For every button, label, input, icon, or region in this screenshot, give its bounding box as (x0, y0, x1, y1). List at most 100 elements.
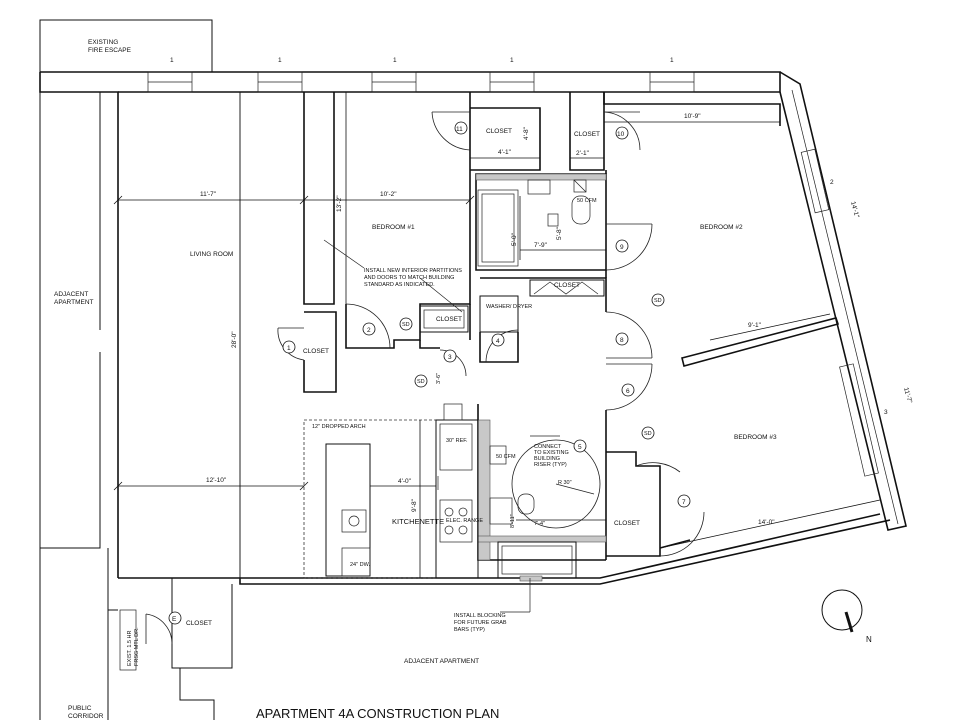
dimension-label: 13'-2" (336, 195, 343, 212)
window-mark: 1 (670, 57, 674, 64)
closet-label: CLOSET (574, 131, 600, 138)
smoke-detector-label: SD (417, 379, 425, 385)
north-arrow-needle (844, 611, 854, 633)
smoke-detector (399, 317, 413, 331)
window-mark: 1 (278, 57, 282, 64)
door-tag (615, 332, 629, 346)
door-tag-label: 9 (620, 244, 624, 251)
door-tag (621, 383, 635, 397)
door-tag-label: 2 (367, 327, 371, 334)
note-blocking-3: BARS (TYP) (454, 627, 485, 633)
exit-door-label-1: EXIST. 1.5 HR (127, 631, 133, 666)
closet-label: CLOSET (614, 520, 640, 527)
note-riser-2: TO EXISTING (534, 450, 569, 456)
door-tag-label: 11 (456, 126, 463, 133)
washer-dryer-label: WASHER/ DRYER (486, 304, 532, 310)
dimension-label: 10'-9" (684, 113, 701, 120)
dimension-label: 12'-10" (206, 477, 227, 484)
bedroom-3-label: BEDROOM #3 (734, 434, 777, 441)
dimension-label: 8'-11" (510, 514, 516, 528)
plan-title: APARTMENT 4A CONSTRUCTION PLAN (256, 706, 499, 720)
note-partitions-2: AND DOORS TO MATCH BUILDING (364, 275, 454, 281)
note-blocking-1: INSTALL BLOCKING (454, 613, 506, 619)
door-tag (615, 239, 629, 253)
door-tag-label: 6 (626, 388, 630, 395)
dropped-arch-label: 12" DROPPED ARCH (312, 424, 366, 430)
smoke-detector-label: SD (402, 322, 410, 328)
fire-escape-label-1: EXISTING (88, 39, 118, 46)
smoke-detector (651, 293, 665, 307)
adjacent-apartment-bottom-label: ADJACENT APARTMENT (404, 658, 479, 665)
bedroom-2: BEDROOM #2 10'-9" 14'-1" 9'-1" (603, 92, 860, 367)
door-tag-label: 1 (287, 345, 291, 352)
door-tag-label: 4 (496, 338, 500, 345)
door-tag (615, 126, 629, 140)
exterior-walls: 1 1 1 1 1 2 3 (39, 57, 907, 585)
kitchenette-label: KITCHENETTE (392, 517, 444, 526)
adjacent-apartment-label-1: ADJACENT (54, 291, 88, 298)
top-windows (147, 71, 695, 93)
dimension-label: 11'-7" (200, 191, 217, 198)
note-riser-4: RISER (TYP) (534, 462, 567, 468)
living-room-label: LIVING ROOM (190, 251, 233, 258)
fire-escape-label-2: FIRE ESCAPE (88, 47, 132, 54)
door-tag (362, 322, 376, 336)
note-partitions-3: STANDARD AS INDICATED. (364, 282, 435, 288)
closet-label: CLOSET (186, 620, 212, 627)
smoke-detector (414, 374, 428, 388)
dimension-label: 4'-1" (498, 149, 512, 156)
bathroom-1: 50 CFM 5'-0" 5'-8" 7'-9" 9 (475, 173, 653, 271)
dimension-label: 2'-1" (576, 150, 590, 157)
bedroom-2-label: BEDROOM #2 (700, 224, 743, 231)
dimension-label: 14'-1" (849, 201, 860, 219)
door-tag-label: 7 (682, 499, 686, 506)
note-riser-1: CONNECT (534, 444, 562, 450)
hall: CLOSET WASHER/ DRYER 4 SD 3 3'-6" SD 8 6 (414, 277, 665, 560)
dimension-label: 14'-0" (758, 519, 775, 526)
smoke-detector-label: SD (654, 298, 662, 304)
north-arrow-circle (821, 589, 863, 631)
dimension-label: 9'-8" (411, 498, 418, 512)
north-arrow: N (821, 589, 872, 644)
window-mark: 1 (393, 57, 397, 64)
bedroom-3: BEDROOM #3 SD 11'-7" 14'-0" 7 CLOSET (606, 387, 913, 557)
closet-label: CLOSET (303, 348, 329, 355)
door-tag-label: E (172, 616, 177, 623)
door-tag (491, 333, 505, 347)
window-mark: 3 (884, 409, 888, 416)
blocking-note: INSTALL BLOCKING FOR FUTURE GRAB BARS (T… (454, 578, 531, 633)
door-tag (677, 494, 691, 508)
dimension-label: 28'-0" (231, 331, 238, 348)
exit-door-label-2: FRSG MTL DR. (134, 627, 140, 666)
closet-label: CLOSET (486, 128, 512, 135)
door-tag (454, 121, 468, 135)
smoke-detector-label: SD (644, 431, 652, 437)
bedroom-1: BEDROOM #1 10'-2" 13'-2" 2 SD INSTALL NE… (304, 92, 475, 349)
note-partitions-1: INSTALL NEW INTERIOR PARTITIONS (364, 268, 462, 274)
bathroom-2: 50 CFM CONNECT TO EXISTING BUILDING RISE… (477, 404, 607, 582)
exhaust-fan-label: 50 CFM (577, 198, 597, 204)
dimension-label: 4'-0" (398, 478, 412, 485)
door-tag (443, 349, 457, 363)
window-mark: 2 (830, 179, 834, 186)
dimension-label: 5'-0" (511, 232, 518, 246)
dimension-label: 7'-4" (534, 521, 545, 527)
window-mark: 1 (170, 57, 174, 64)
bedroom-1-label: BEDROOM #1 (372, 224, 415, 231)
range-label: ELEC. RANGE (446, 518, 483, 524)
exhaust-fan-label: 50 CFM (496, 454, 516, 460)
closet-label: CLOSET (436, 316, 462, 323)
dimension-label: 9'-1" (748, 322, 762, 329)
living-room: LIVING ROOM 11'-7" 28'-0" 12'-10" 1 CLOS… (113, 92, 337, 580)
window-mark: 1 (510, 57, 514, 64)
door-tag-label: 8 (620, 337, 624, 344)
dimension-label: 10'-2" (380, 191, 397, 198)
dimension-label: 4'-8" (523, 126, 530, 140)
turning-radius-label: R 30" (558, 480, 572, 486)
top-closets: 11 CLOSET 4'-8" 4'-1" 10 CLOSET 2'-1" (431, 92, 641, 171)
door-tag (168, 611, 182, 625)
note-blocking-2: FOR FUTURE GRAB (454, 620, 507, 626)
closet-label: CLOSET (554, 282, 580, 289)
corridor-label-1: PUBLIC (68, 705, 92, 712)
